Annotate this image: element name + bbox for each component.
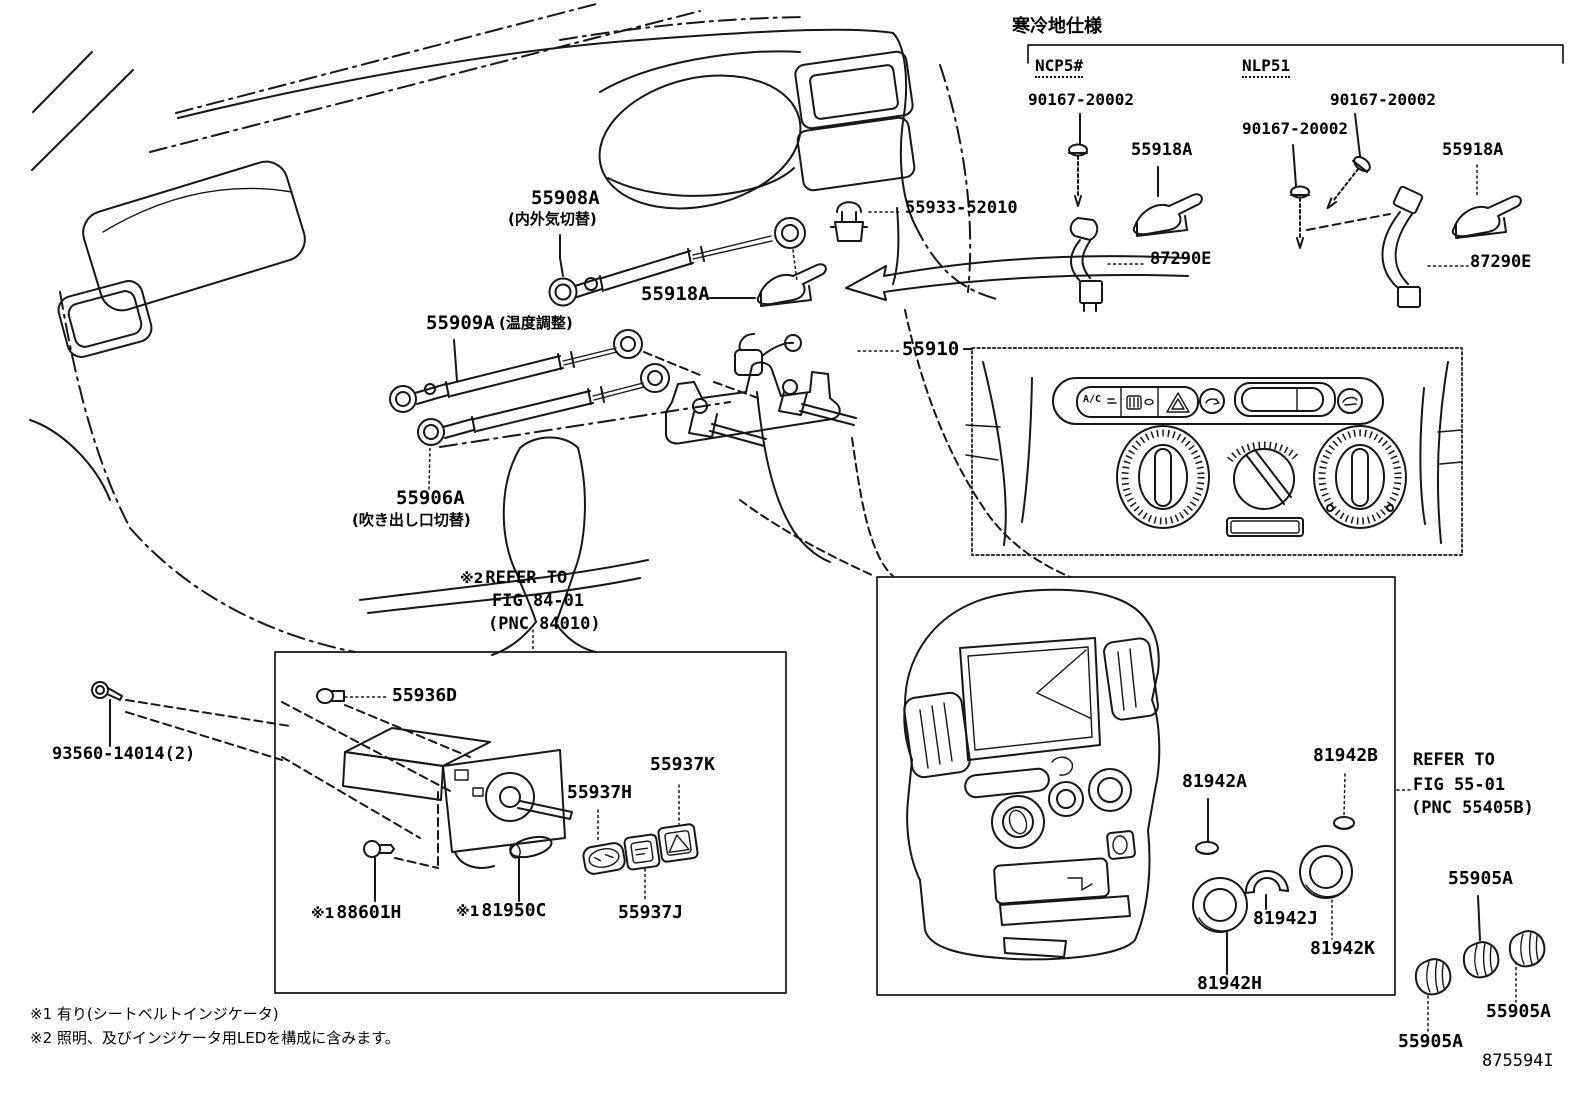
arc-81942j: [1244, 870, 1289, 894]
footnote-1: ※1 有り(シートベルトインジケータ): [30, 1005, 279, 1023]
center-stack-openings: [794, 50, 916, 192]
part-label-55933: 55933-52010: [905, 198, 1018, 218]
refer-note-55-line2: FIG 55-01: [1413, 775, 1506, 795]
console-inset: [876, 576, 1396, 996]
direction-arrow-icon: [845, 255, 1189, 301]
part-label-55905a-top: 55905A: [1448, 868, 1514, 889]
vent-mode-button: [1337, 388, 1363, 414]
instrument-cluster: [598, 50, 802, 210]
steering-column: [491, 436, 597, 656]
ring-81942k: [1299, 845, 1353, 899]
heater-control-assy-55910: [665, 333, 857, 447]
bulb-88601h: [363, 840, 395, 858]
dashboard-outline: [29, 2, 1071, 653]
part-label-screw-right: 90167-20002: [1330, 90, 1436, 109]
hazard-icon: [1166, 392, 1190, 413]
part-label-55905a-left: 55905A: [1398, 1031, 1464, 1052]
cap-81942b: [1333, 816, 1355, 830]
refer-note-55-line1: REFER TO: [1413, 750, 1495, 770]
part-label-screw-left: 90167-20002: [1028, 90, 1134, 109]
switch-55937k: [657, 823, 699, 863]
cable-55906a: [417, 363, 670, 446]
lever-55918a-main: [756, 263, 827, 307]
control-panel-inset: [965, 347, 1463, 556]
part-label-55918a-cold-left: 55918A: [1131, 140, 1193, 160]
variant-ncp5: NCP5#: [1035, 56, 1084, 78]
side-vent-left-icon: [57, 280, 153, 358]
fan-knob: [1116, 425, 1210, 529]
ac-button-label: A/C: [1083, 394, 1102, 405]
part-label-55937j: 55937J: [618, 902, 684, 923]
cap-81942a: [1195, 841, 1219, 855]
refer-note-84-line2: FIG 84-01: [492, 591, 585, 611]
recirculation-button: [1199, 388, 1225, 414]
part-label-screw-mid: 90167-20002: [1242, 119, 1348, 138]
bulb-socket-55936d: [316, 688, 345, 704]
variant-nlp51: NLP51: [1242, 56, 1291, 78]
clip-55933: [830, 201, 868, 242]
part-label-55910: 55910: [902, 338, 960, 360]
part-label-55918a-cold-right: 55918A: [1442, 140, 1504, 160]
console-vent-left: [903, 691, 971, 779]
cable-55908a: [548, 217, 806, 307]
part-label-87290e-right: 87290E: [1470, 252, 1532, 272]
refer-note-55-line3: (PNC 55405B): [1411, 798, 1534, 818]
hole-plug-81950c: [509, 835, 553, 859]
fresh-air-slider: [1234, 382, 1336, 417]
part-label-55905a-right: 55905A: [1486, 1001, 1552, 1022]
part-desc-55909a: (温度調整): [499, 314, 573, 332]
part-label-93560: 93560-14014(2): [52, 744, 196, 764]
part-label-55937h: 55937H: [567, 782, 633, 803]
part-label-55909a: 55909A: [426, 312, 495, 334]
part-label-55936d: 55936D: [392, 685, 458, 706]
ring-81942h: [1192, 877, 1248, 933]
switch-55937j: [623, 833, 661, 871]
refer-note-84-line3: (PNC 84010): [488, 614, 601, 634]
screw-93560: [91, 681, 291, 761]
part-label-55937k: 55937K: [650, 754, 716, 775]
part-label-87290e-left: 87290E: [1150, 249, 1212, 269]
footnote-2: ※2 照明、及びインジケータ用LEDを構成に含みます。: [30, 1029, 400, 1047]
defroster-icon: [1126, 395, 1154, 410]
glove-box: [82, 160, 306, 312]
harness-87290e-right: [1306, 185, 1424, 308]
part-label-81942j: 81942J: [1253, 908, 1319, 929]
part-label-81942h: 81942H: [1197, 973, 1263, 994]
cold-climate-section: [1027, 44, 1564, 312]
rheostat-assembly: [342, 727, 573, 869]
part-label-81942k: 81942K: [1310, 938, 1376, 959]
part-label-55908a: 55908A: [531, 187, 600, 209]
part-label-81942a: 81942A: [1182, 771, 1248, 792]
figure-code: 875594I: [1482, 1051, 1554, 1071]
switch-55937h: [582, 842, 626, 875]
cable-55909a: [389, 329, 759, 413]
harness-87290e-left: [1069, 217, 1103, 312]
part-desc-55906a: (吹き出し口切替): [352, 511, 471, 529]
part-desc-55908a: (内外気切替): [508, 210, 597, 228]
mode-knob: [1313, 425, 1407, 529]
part-label-55906a: 55906A: [396, 487, 465, 509]
console-vent-right: [1103, 637, 1159, 721]
switch-inset: [274, 651, 787, 994]
leader-lines: [344, 113, 1517, 1033]
temperature-knob: [1227, 441, 1301, 510]
part-label-55918a-main: 55918A: [641, 283, 710, 305]
cold-spec-title: 寒冷地仕様: [1012, 16, 1102, 37]
part-label-81942b: 81942B: [1313, 745, 1379, 766]
ac-button: [1107, 398, 1117, 404]
